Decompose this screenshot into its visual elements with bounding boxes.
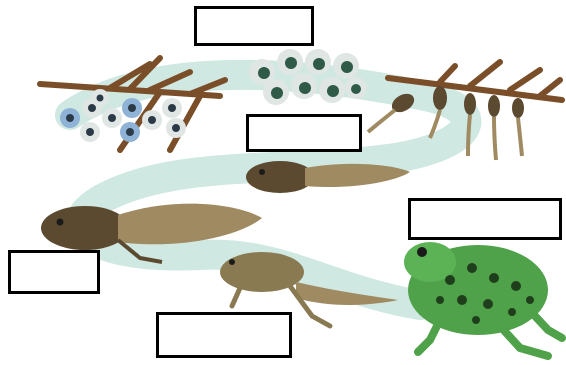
label-box-left[interactable] bbox=[8, 250, 100, 294]
label-box-middle[interactable] bbox=[246, 114, 362, 152]
label-box-bottom[interactable] bbox=[156, 312, 292, 358]
label-box-right[interactable] bbox=[408, 198, 562, 240]
adult-frog bbox=[404, 242, 562, 356]
eggs-clutch bbox=[249, 49, 367, 105]
label-box-top[interactable] bbox=[194, 6, 314, 46]
